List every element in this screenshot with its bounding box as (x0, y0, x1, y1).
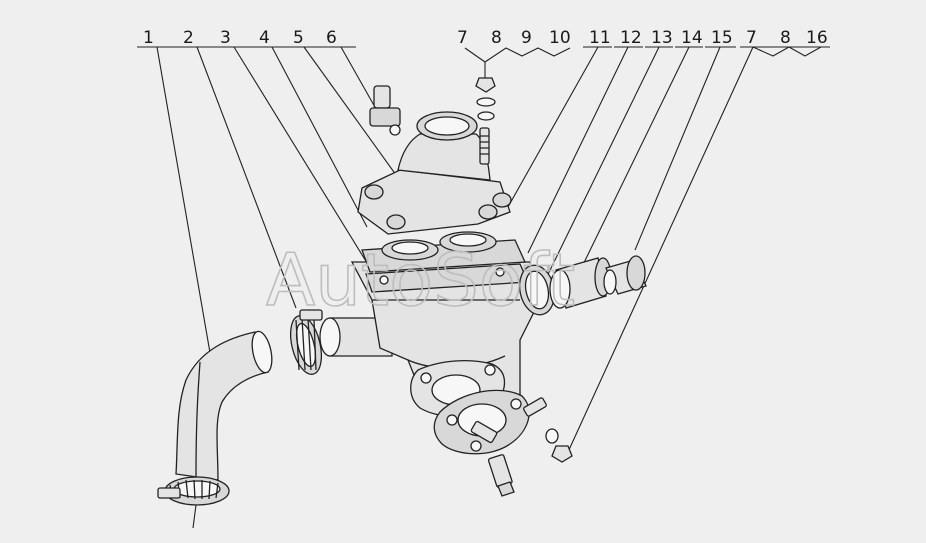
hose-clamp-lower (157, 476, 230, 506)
callout-13: 13 (651, 28, 673, 48)
callout-7a: 7 (457, 28, 468, 48)
plug-cap (603, 255, 647, 295)
callout-1: 1 (143, 28, 154, 48)
bypass-fitting (549, 257, 612, 309)
thermostat-valves (381, 231, 497, 261)
callout-14: 14 (681, 28, 703, 48)
callout-7b: 7 (746, 28, 757, 48)
callout-4: 4 (259, 28, 270, 48)
callout-10: 10 (549, 28, 571, 48)
watermark-text: AutoSoft (266, 238, 575, 322)
callout-3: 3 (220, 28, 231, 48)
callout-labels: 1 2 3 4 5 6 7 8 9 10 11 12 13 14 15 7 8 … (143, 28, 828, 48)
flange-gasket (433, 389, 530, 455)
thermostat-housing (350, 239, 541, 418)
callout-12: 12 (620, 28, 642, 48)
lower-stud-nut (523, 397, 573, 463)
coolant-hose (175, 330, 273, 481)
vent-fitting (369, 85, 401, 136)
callout-11: 11 (589, 28, 611, 48)
callout-9: 9 (521, 28, 532, 48)
callout-8a: 8 (491, 28, 502, 48)
callout-8b: 8 (780, 28, 791, 48)
callout-6: 6 (326, 28, 337, 48)
callout-5: 5 (293, 28, 304, 48)
flange-bolt (470, 420, 498, 444)
leader-lines (137, 46, 830, 529)
bottom-bolt (487, 454, 515, 497)
callout-15: 15 (711, 28, 733, 48)
callout-2: 2 (183, 28, 194, 48)
callout-16: 16 (806, 28, 828, 48)
hose-clamp-upper (289, 309, 323, 375)
stud-washer-nut-stack (475, 77, 496, 165)
thermostat-cover (357, 111, 512, 235)
